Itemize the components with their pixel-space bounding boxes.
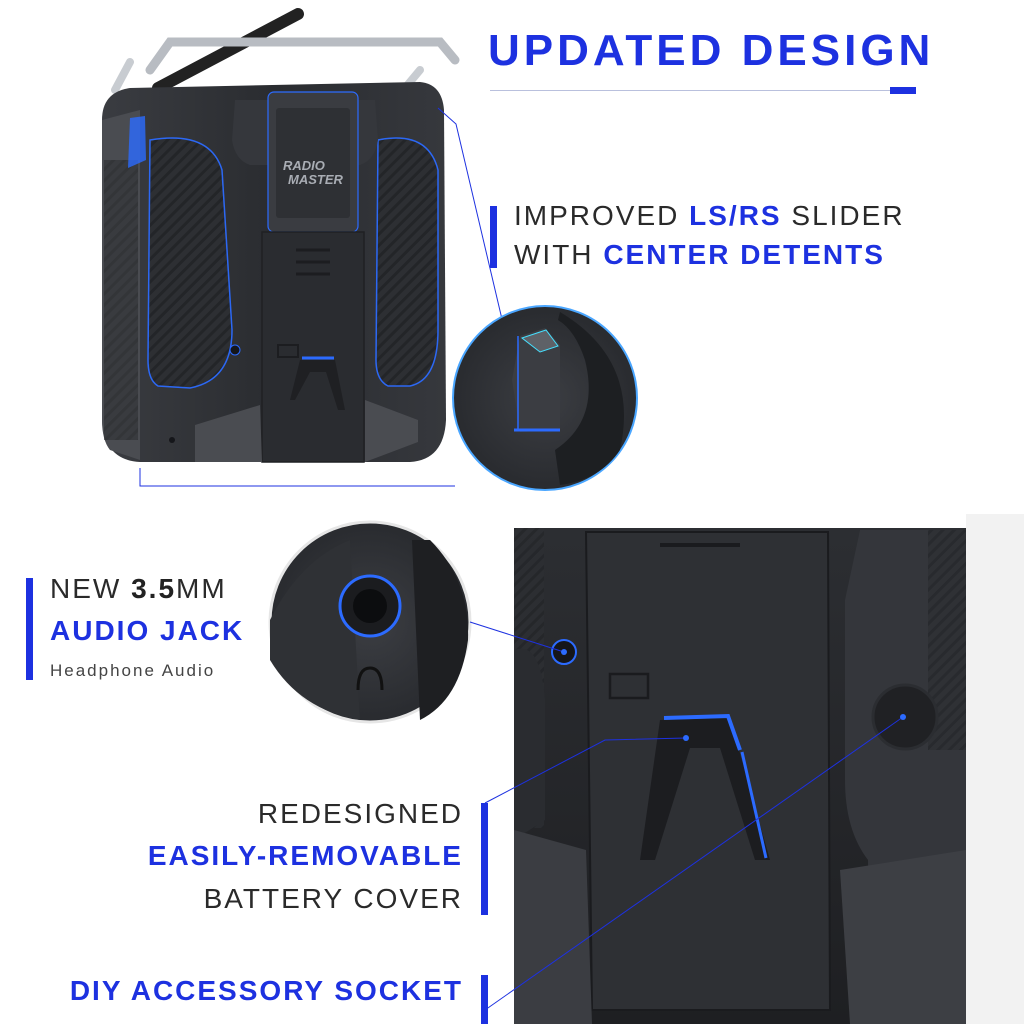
audio-feature-subtitle: Headphone Audio <box>50 661 216 680</box>
slider-line2-highlight: CENTER DETENTS <box>603 239 885 270</box>
transmitter-back: RADIO MASTER <box>102 8 460 463</box>
slider-suffix: SLIDER <box>781 200 905 231</box>
audio-feature-line1: NEW 3.5MM <box>50 573 227 605</box>
battery-feature-line3: BATTERY COVER <box>203 883 463 914</box>
svg-text:MASTER: MASTER <box>288 172 344 187</box>
closeup-photo <box>514 514 1024 1024</box>
audio-jack-zoom-circle <box>268 520 472 724</box>
title-accent-tick <box>890 87 916 94</box>
slider-prefix: IMPROVED <box>514 200 690 231</box>
slider-line2-prefix: WITH <box>514 239 604 270</box>
battery-feature-line1: REDESIGNED <box>257 798 463 829</box>
title-divider <box>490 90 915 91</box>
audio-prefix: NEW <box>50 573 132 604</box>
slider-highlight: LS/RS <box>689 200 782 231</box>
socket-feature-title: DIY ACCESSORY SOCKET <box>69 975 463 1006</box>
audio-feature-title: AUDIO JACK <box>50 615 245 646</box>
battery-feature-title: EASILY-REMOVABLE <box>147 840 463 871</box>
slider-zoom-circle <box>452 305 638 491</box>
page-title: UPDATED DESIGN <box>488 26 935 75</box>
slider-feature-line2: WITH CENTER DETENTS <box>514 239 885 271</box>
audio-unit: MM <box>176 573 227 604</box>
slider-feature-line1: IMPROVED LS/RS SLIDER <box>514 200 905 232</box>
audio-size: 3.5 <box>131 573 177 604</box>
brand-logo: RADIO <box>283 158 325 173</box>
